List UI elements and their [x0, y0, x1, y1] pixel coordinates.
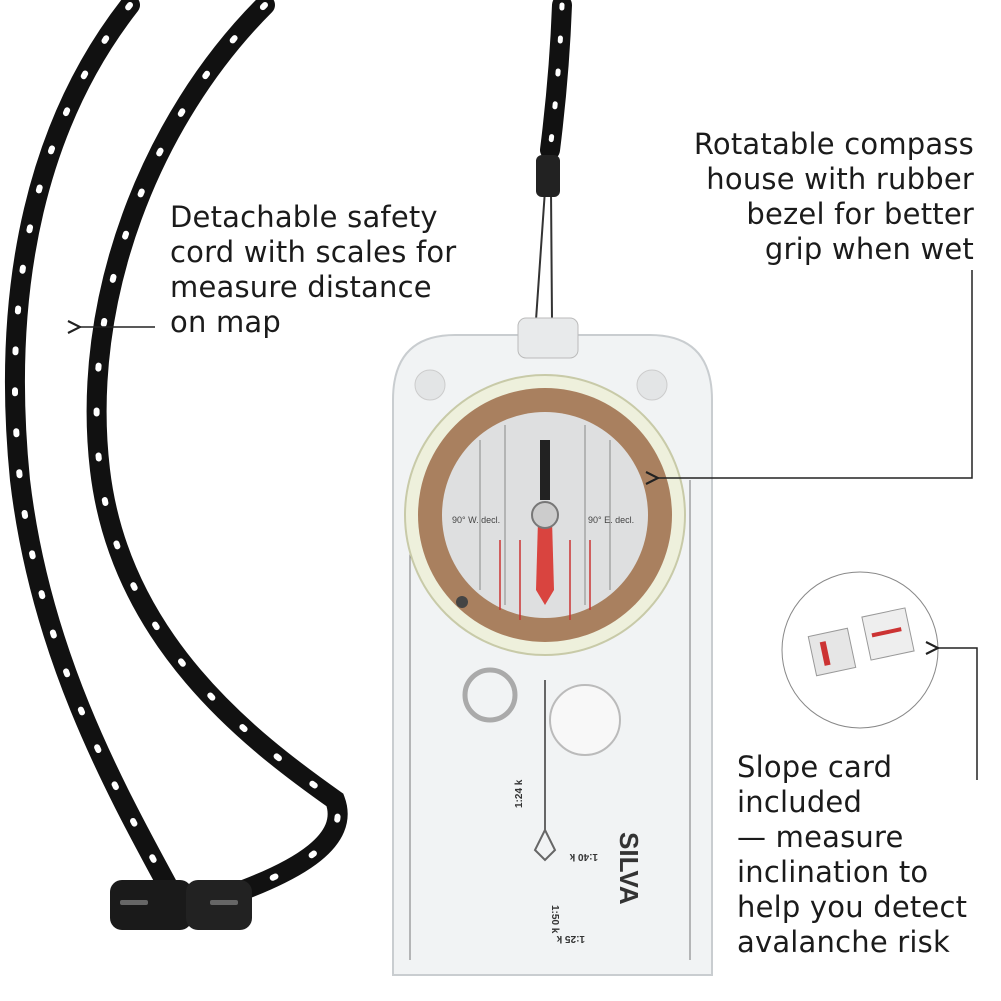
cord-toggle [536, 155, 560, 197]
callout-line: Slope card [737, 750, 893, 784]
compass-housing[interactable]: 90° W. decl. 90° E. decl. [404, 374, 686, 656]
slope-card-callout: Slope card included — measure inclinatio… [737, 750, 967, 960]
callout-line: bezel for better [746, 197, 974, 231]
scale-label-1-25k: 1:25 k [556, 933, 585, 944]
callout-line: Detachable safety [170, 200, 438, 234]
compass-needle [536, 520, 554, 605]
callout-line: Rotatable compass [693, 127, 974, 161]
callout-line: grip when wet [764, 232, 974, 266]
callout-line: inclination to [737, 855, 929, 889]
east-declination-label: 90° E. decl. [588, 515, 634, 525]
bezel-callout: Rotatable compass house with rubber beze… [694, 127, 974, 267]
safety-cord [4, 0, 572, 905]
scale-label-1-50k: 1:50 k [549, 905, 560, 934]
callout-line: help you detect [737, 890, 968, 924]
callout-line: — measure [737, 820, 904, 854]
cord-callout: Detachable safety cord with scales for m… [170, 200, 456, 340]
scale-label-1-24k: 1:24 k [514, 779, 525, 808]
slope-arrow [938, 648, 978, 780]
callout-line: house with rubber [706, 162, 974, 196]
callout-line: avalanche risk [737, 925, 950, 959]
callout-line: measure distance [170, 270, 432, 304]
callout-line: included [737, 785, 863, 819]
callout-line: cord with scales for [170, 235, 457, 269]
callout-line: on map [170, 305, 281, 339]
silva-logo: SILVA [614, 832, 644, 905]
west-declination-label: 90° W. decl. [452, 515, 500, 525]
slope-card-inset [781, 571, 939, 729]
cord-clasp [110, 880, 252, 930]
bezel-arrow [658, 270, 973, 478]
scale-label-1-40k: 1:40 k [569, 851, 598, 862]
